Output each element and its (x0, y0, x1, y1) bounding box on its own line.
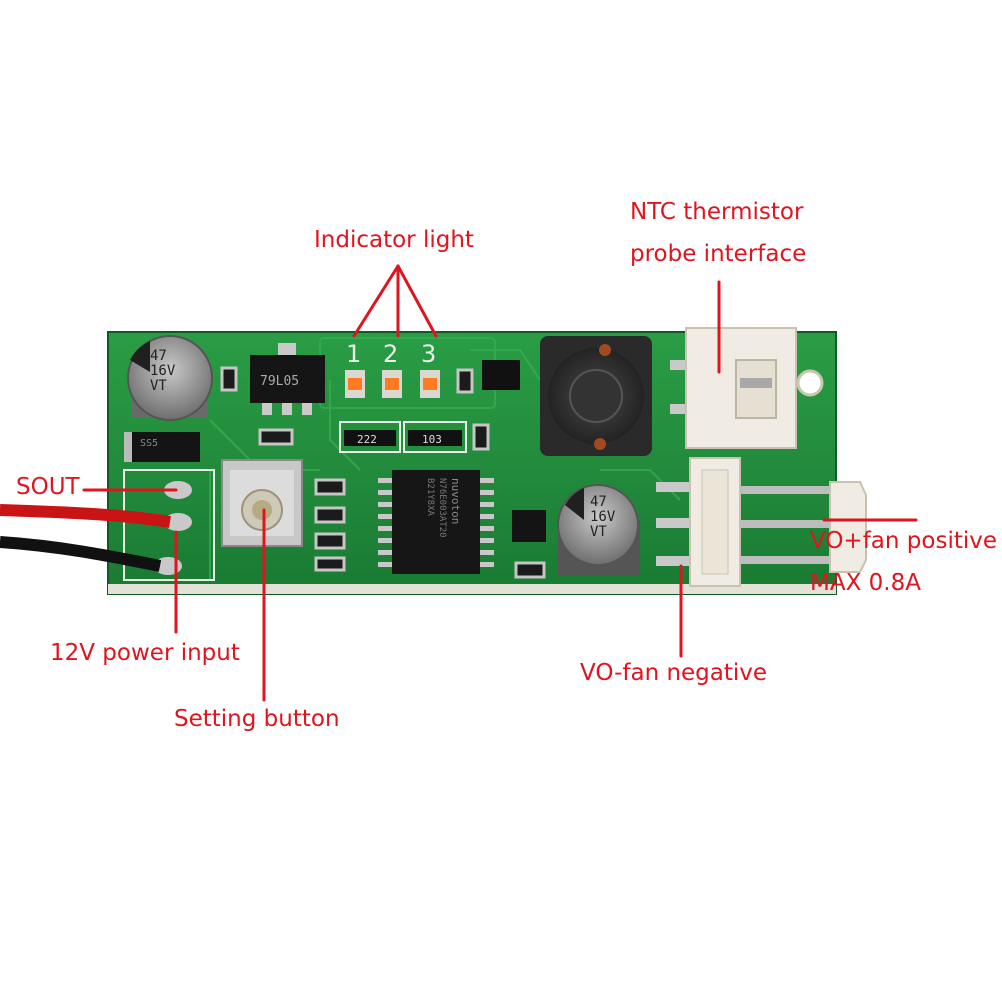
svg-text:VT: VT (590, 524, 607, 540)
indicator-arrow-3 (396, 264, 438, 338)
vo-plus-label: VO+fan positive (810, 528, 997, 554)
svg-text:B21Y8XA: B21Y8XA (425, 478, 435, 517)
svg-text:16V: 16V (590, 509, 616, 525)
power-wires (0, 504, 171, 572)
indicator-arrow-1 (352, 264, 400, 338)
led-1 (345, 370, 365, 398)
ntc-connector (670, 327, 797, 449)
diode: SS5 (124, 432, 200, 462)
svg-text:79L05: 79L05 (260, 374, 299, 389)
setting-button-label: Setting button (174, 706, 340, 732)
capacitor-top: 47 16V VT (127, 335, 213, 421)
max-current-label: MAX 0.8A (810, 570, 921, 596)
inductor (540, 336, 652, 456)
vo-minus-label: VO-fan negative (580, 660, 768, 686)
cap-top-line-1: 47 (150, 348, 167, 364)
annotation-lines (82, 264, 918, 702)
cap-top-line-2: 16V (150, 363, 176, 379)
capacitor-bottom: 47 16V VT (557, 484, 640, 575)
svg-text:nuvoton: nuvoton (449, 478, 462, 524)
led-number-3: 3 (421, 340, 436, 368)
fan-connector (656, 457, 867, 587)
mounting-hole (796, 369, 824, 397)
svg-text:222: 222 (357, 433, 377, 446)
ntc-label-line-1: NTC thermistor (630, 199, 804, 225)
mcu-chip: nuvoton N76E003AT20 B21Y8XA (378, 470, 494, 574)
led-number-2: 2 (383, 340, 398, 368)
power-input-label: 12V power input (50, 640, 240, 666)
led-number-1: 1 (346, 340, 361, 368)
svg-text:N76E003AT20: N76E003AT20 (437, 478, 447, 538)
indicator-leds: 1 2 3 (345, 340, 440, 398)
smd-diode (512, 510, 546, 542)
resistor-103: 103 (403, 421, 467, 453)
indicator-light-label: Indicator light (314, 227, 474, 253)
sout-label: SOUT (16, 474, 80, 500)
svg-text:103: 103 (422, 433, 442, 446)
setting-button[interactable] (221, 459, 303, 547)
regulator-79l05: 79L05 (250, 343, 325, 415)
svg-text:SS5: SS5 (140, 438, 158, 449)
led-3 (420, 370, 440, 398)
resistor-222: 222 (339, 421, 401, 453)
transistor (482, 360, 520, 390)
ntc-label-line-2: probe interface (630, 241, 807, 267)
svg-text:47: 47 (590, 494, 607, 510)
cap-top-line-3: VT (150, 378, 167, 394)
led-2 (382, 370, 402, 398)
